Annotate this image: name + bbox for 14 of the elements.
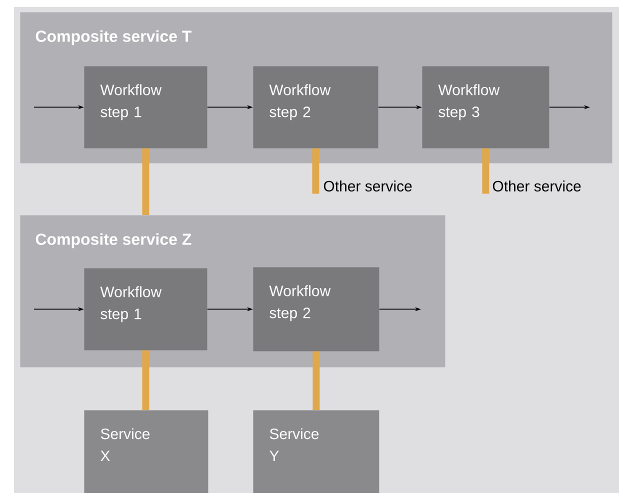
service-label: Other service xyxy=(324,180,412,192)
connector-bar xyxy=(312,351,320,410)
workflow-step-box: Workflow step 1 xyxy=(84,66,208,148)
connector-bar xyxy=(142,148,150,215)
workflow-step-box: Workflow step 3 xyxy=(422,66,550,148)
service-label: Other service xyxy=(492,180,581,192)
connector-bar xyxy=(482,148,490,194)
connector-bar xyxy=(142,350,150,410)
workflow-step-box: Workflow step 1 xyxy=(84,268,208,350)
service-box: Service X xyxy=(84,410,208,493)
workflow-step-box: Workflow step 2 xyxy=(253,267,380,352)
workflow-step-box: Workflow step 2 xyxy=(253,66,378,148)
connector-bar xyxy=(312,148,320,194)
service-box: Service Y xyxy=(253,410,380,493)
